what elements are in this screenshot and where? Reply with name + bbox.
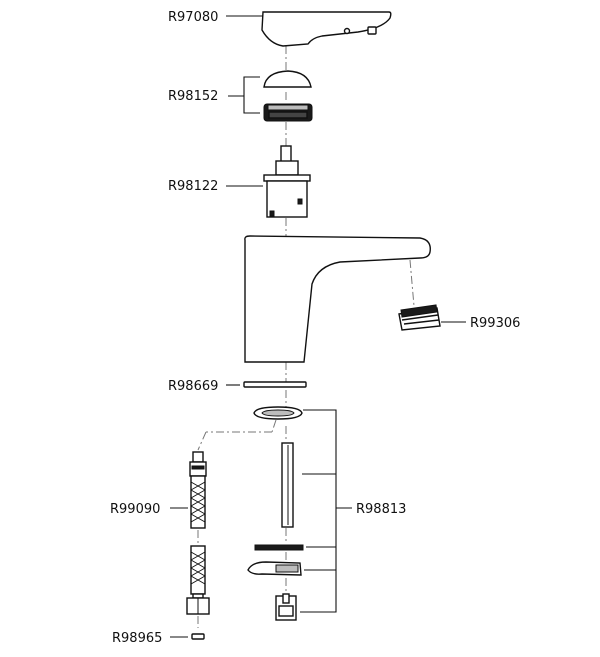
bracket-mounting-kit	[300, 409, 352, 613]
label-filter: R98965	[112, 631, 162, 646]
label-flex-hose: R99090	[110, 502, 160, 517]
label-cartridge: R98122	[168, 179, 218, 194]
mounting-plate	[254, 544, 304, 551]
threaded-rod	[281, 442, 294, 528]
tap-body	[244, 235, 431, 363]
center-axis	[197, 46, 415, 628]
cartridge	[263, 145, 311, 218]
aerator	[398, 304, 441, 331]
filter-washer	[191, 633, 205, 640]
cap-dome	[263, 70, 312, 88]
cap-nut	[263, 103, 313, 122]
flex-hose	[186, 451, 210, 615]
bracket-cap	[228, 76, 260, 114]
gasket	[243, 381, 307, 388]
label-aerator: R99306	[470, 316, 520, 331]
mounting-washer	[253, 406, 303, 420]
label-cap-set: R98152	[168, 89, 218, 104]
label-handle: R97080	[168, 10, 218, 25]
clamp-bracket	[247, 561, 302, 576]
handle-lever	[261, 11, 392, 47]
label-gasket: R98669	[168, 379, 218, 394]
mounting-nut	[275, 593, 297, 621]
label-mounting-kit: R98813	[356, 502, 406, 517]
